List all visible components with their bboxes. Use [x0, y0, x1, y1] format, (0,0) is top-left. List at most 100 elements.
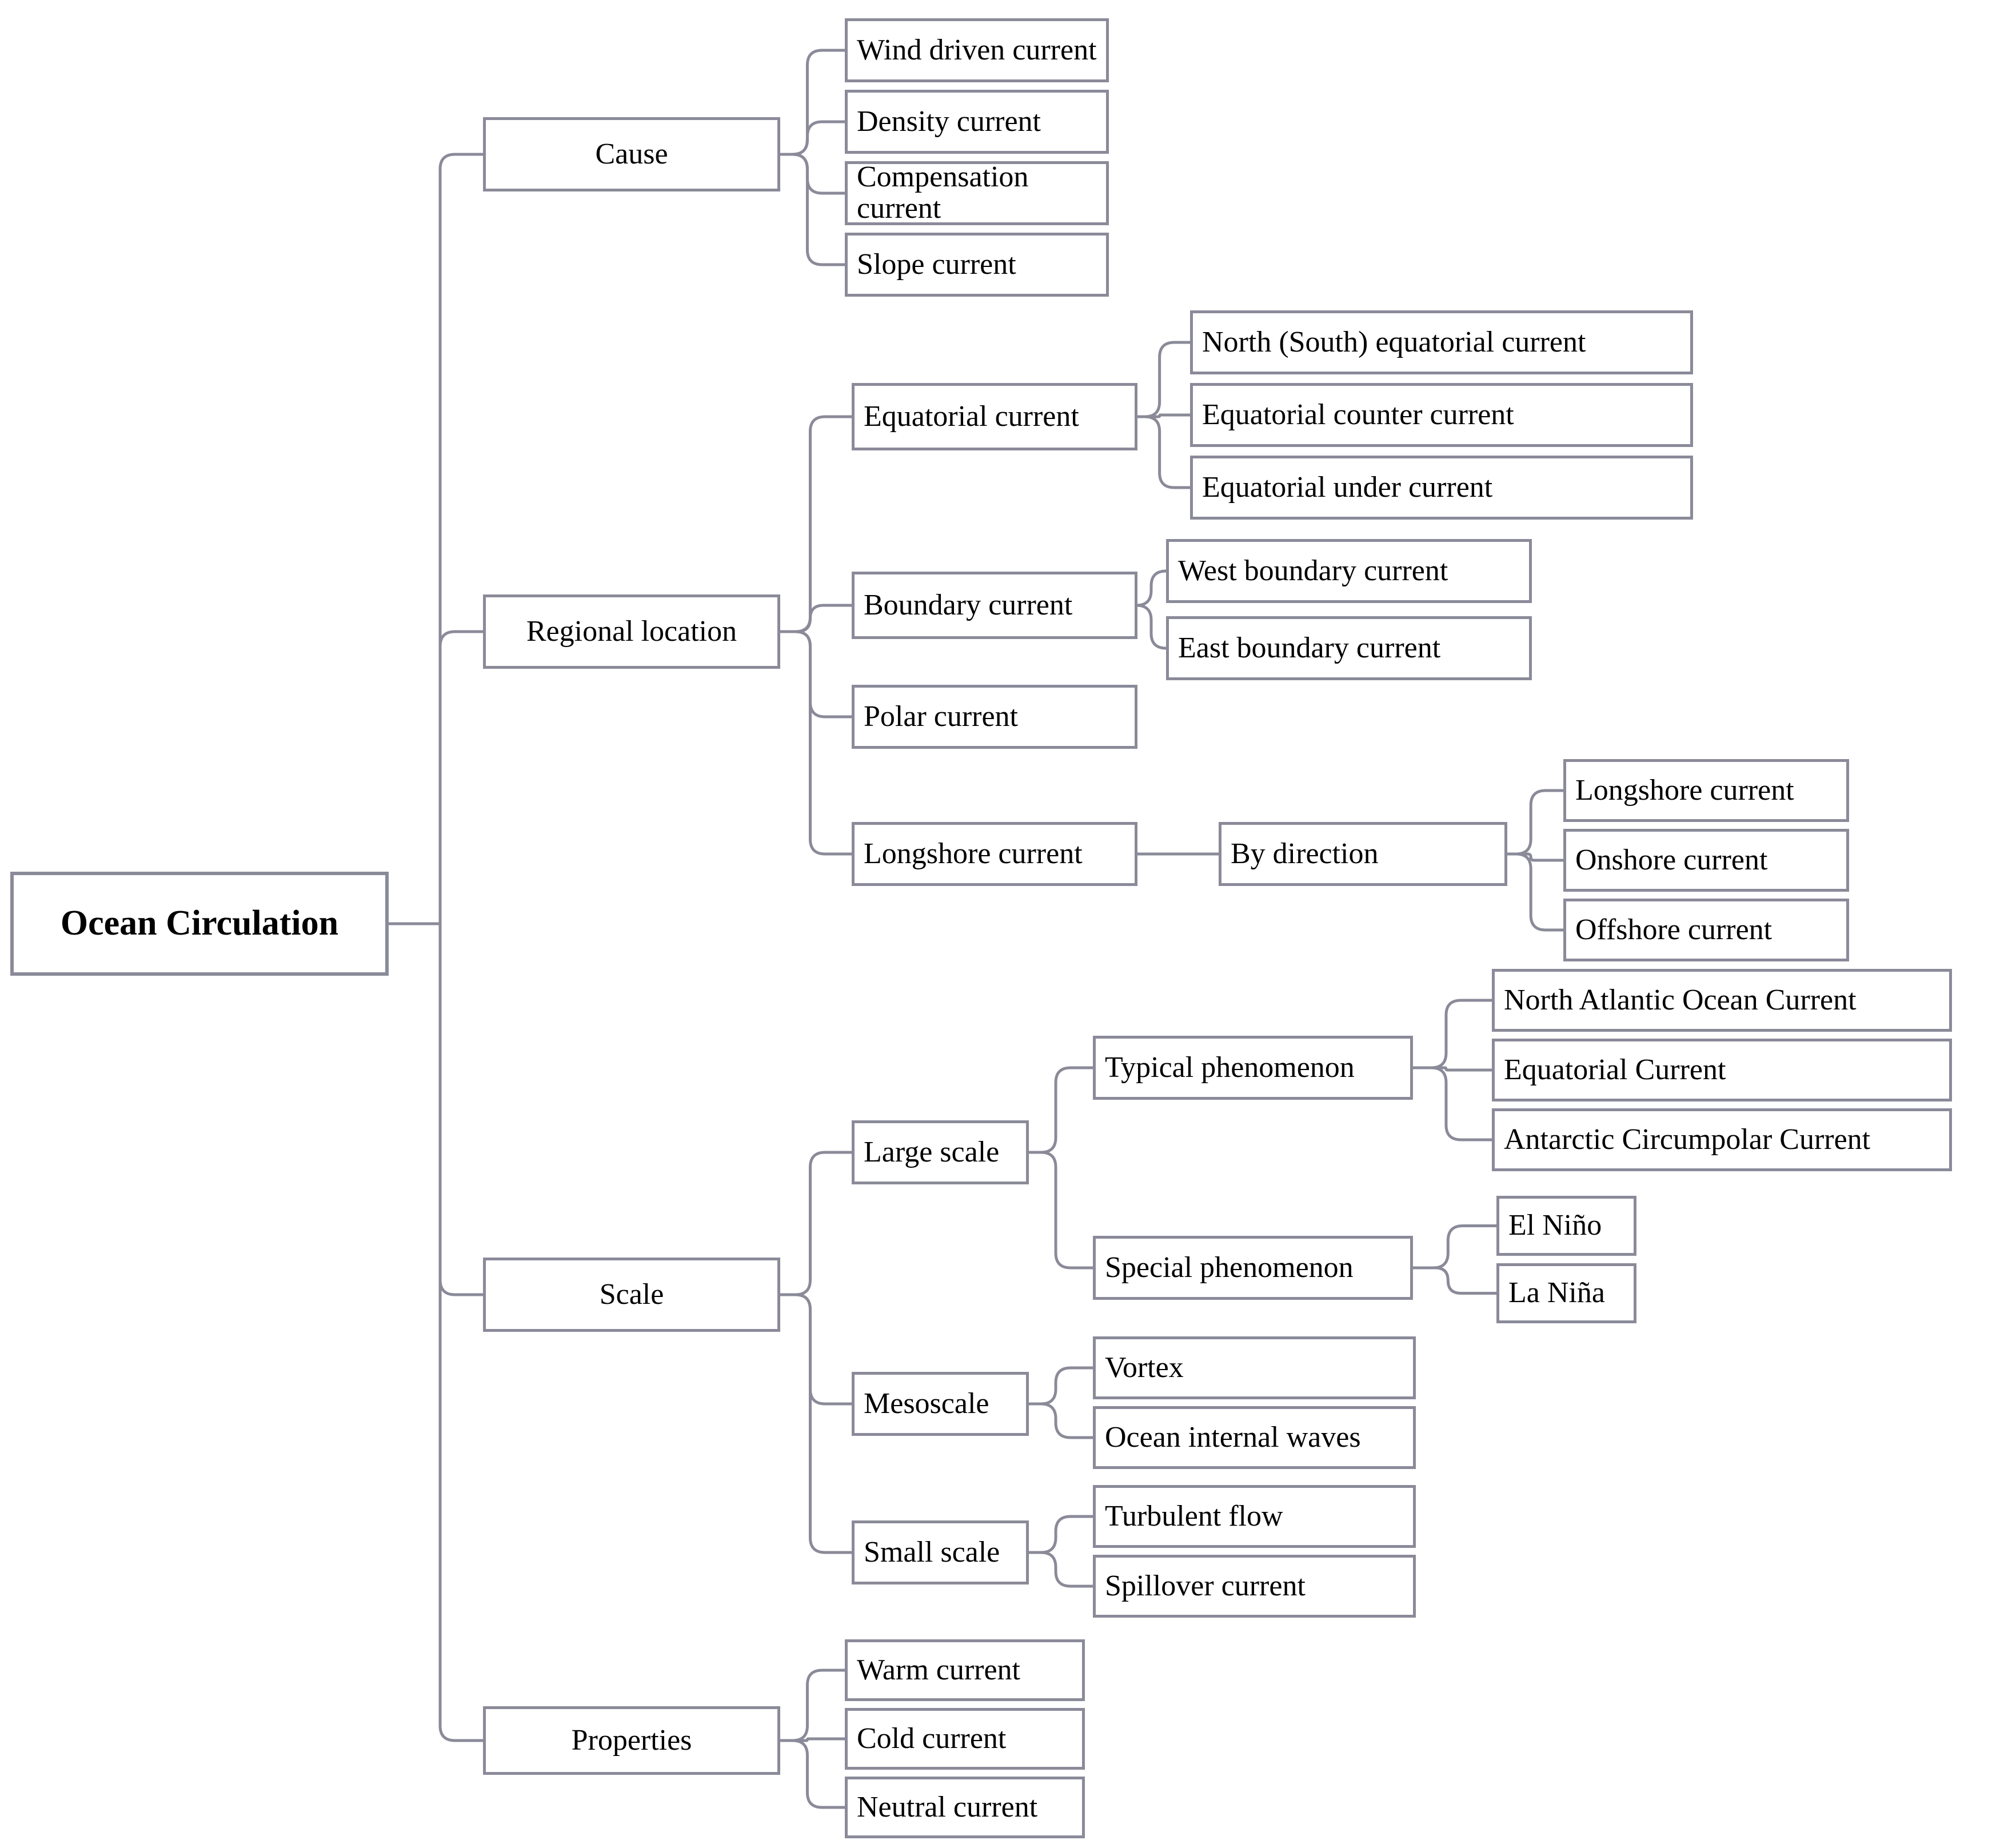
node-label: Scale: [599, 1278, 664, 1311]
node-antarctic-circumpolar-current[interactable]: Antarctic Circumpolar Current: [1492, 1108, 1952, 1171]
connector: [780, 1669, 845, 1742]
node-mesoscale[interactable]: Mesoscale: [852, 1372, 1029, 1436]
node-ocean-circulation[interactable]: Ocean Circulation: [10, 872, 389, 976]
node-label: Cause: [595, 137, 668, 170]
node-compensation-current[interactable]: Compensation current: [845, 161, 1109, 225]
node-label: Wind driven current: [857, 33, 1097, 66]
node-warm-current[interactable]: Warm current: [845, 1639, 1085, 1701]
node-density-current[interactable]: Density current: [845, 90, 1109, 154]
node-label: Large scale: [864, 1135, 1000, 1168]
connector: [1413, 1066, 1492, 1141]
connector: [1029, 1066, 1093, 1154]
node-polar-current[interactable]: Polar current: [852, 685, 1137, 749]
connector: [1137, 413, 1190, 418]
node-small-scale[interactable]: Small scale: [852, 1520, 1029, 1584]
node-label: Equatorial current: [864, 400, 1079, 433]
node-label: Density current: [857, 105, 1041, 138]
node-label: Offshore current: [1575, 913, 1773, 946]
connector: [780, 1293, 852, 1554]
node-cold-current[interactable]: Cold current: [845, 1708, 1085, 1770]
connector: [780, 120, 845, 156]
connector: [780, 630, 852, 719]
connector: [780, 630, 852, 856]
node-label: Longshore current: [1575, 773, 1794, 807]
node-north-south-equatorial-current[interactable]: North (South) equatorial current: [1190, 310, 1693, 374]
node-west-boundary-current[interactable]: West boundary current: [1166, 539, 1532, 603]
connector: [1413, 999, 1492, 1069]
node-label: Neutral current: [857, 1790, 1038, 1823]
node-longshore-current[interactable]: Longshore current: [1563, 759, 1849, 822]
node-label: Polar current: [864, 700, 1019, 733]
node-label: Equatorial counter current: [1202, 398, 1514, 431]
connector: [1413, 1266, 1496, 1295]
node-scale[interactable]: Scale: [483, 1258, 780, 1332]
node-la-ni-a[interactable]: La Niña: [1496, 1263, 1636, 1323]
node-label: Properties: [571, 1723, 692, 1757]
node-label: North Atlantic Ocean Current: [1504, 983, 1857, 1016]
node-wind-driven-current[interactable]: Wind driven current: [845, 18, 1109, 82]
connector: [1413, 1224, 1496, 1270]
node-equatorial-under-current[interactable]: Equatorial under current: [1190, 456, 1693, 520]
node-cause[interactable]: Cause: [483, 117, 780, 191]
node-el-ni-o[interactable]: El Niño: [1496, 1196, 1636, 1256]
node-north-atlantic-ocean-current[interactable]: North Atlantic Ocean Current: [1492, 969, 1952, 1032]
node-label: Longshore current: [864, 837, 1083, 870]
connector: [780, 1739, 845, 1809]
node-by-direction[interactable]: By direction: [1219, 822, 1507, 886]
connector: [1137, 341, 1190, 418]
node-equatorial-counter-current[interactable]: Equatorial counter current: [1190, 383, 1693, 447]
node-label: North (South) equatorial current: [1202, 325, 1586, 358]
node-ocean-internal-waves[interactable]: Ocean internal waves: [1093, 1406, 1416, 1469]
node-label: Cold current: [857, 1722, 1007, 1755]
node-label: Spillover current: [1105, 1569, 1306, 1602]
node-slope-current[interactable]: Slope current: [845, 233, 1109, 297]
connector: [438, 153, 483, 924]
node-vortex[interactable]: Vortex: [1093, 1336, 1416, 1399]
connector: [438, 924, 483, 1296]
node-properties[interactable]: Properties: [483, 1706, 780, 1775]
node-typical-phenomenon[interactable]: Typical phenomenon: [1093, 1036, 1413, 1100]
node-label: Small scale: [864, 1535, 1000, 1568]
node-large-scale[interactable]: Large scale: [852, 1120, 1029, 1184]
connector: [438, 924, 483, 1742]
connector: [1029, 1402, 1093, 1439]
connector: [780, 49, 845, 156]
node-label: Ocean Circulation: [60, 904, 339, 943]
node-label: Vortex: [1105, 1351, 1184, 1384]
node-label: East boundary current: [1178, 631, 1441, 664]
node-neutral-current[interactable]: Neutral current: [845, 1777, 1085, 1838]
node-boundary-current[interactable]: Boundary current: [852, 572, 1137, 639]
node-special-phenomenon[interactable]: Special phenomenon: [1093, 1236, 1413, 1300]
node-equatorial-current[interactable]: Equatorial current: [852, 383, 1137, 450]
connector: [438, 630, 483, 924]
node-longshore-current[interactable]: Longshore current: [852, 822, 1137, 886]
connector: [780, 1737, 845, 1742]
node-label: Typical phenomenon: [1105, 1051, 1355, 1084]
connector: [1029, 1515, 1093, 1554]
node-east-boundary-current[interactable]: East boundary current: [1166, 616, 1532, 680]
node-turbulent-flow[interactable]: Turbulent flow: [1093, 1485, 1416, 1548]
node-equatorial-current[interactable]: Equatorial Current: [1492, 1039, 1952, 1101]
connector: [1029, 1151, 1093, 1270]
node-spillover-current[interactable]: Spillover current: [1093, 1555, 1416, 1618]
node-regional-location[interactable]: Regional location: [483, 594, 780, 669]
connector: [780, 415, 852, 633]
node-label: Antarctic Circumpolar Current: [1504, 1123, 1871, 1156]
connector: [780, 1293, 852, 1406]
node-label: Turbulent flow: [1105, 1499, 1283, 1532]
node-label: Warm current: [857, 1653, 1020, 1686]
node-label: Equatorial Current: [1504, 1053, 1726, 1086]
node-onshore-current[interactable]: Onshore current: [1563, 829, 1849, 892]
node-label: By direction: [1231, 837, 1379, 870]
connector: [1413, 1066, 1492, 1072]
connector: [1029, 1551, 1093, 1588]
connector: [1507, 852, 1563, 932]
node-label: La Niña: [1508, 1276, 1605, 1310]
node-label: Ocean internal waves: [1105, 1420, 1361, 1454]
node-label: Compensation current: [857, 161, 1029, 225]
node-offshore-current[interactable]: Offshore current: [1563, 899, 1849, 961]
node-label: Boundary current: [864, 588, 1073, 621]
connector: [1029, 1366, 1093, 1406]
connector: [780, 604, 852, 633]
